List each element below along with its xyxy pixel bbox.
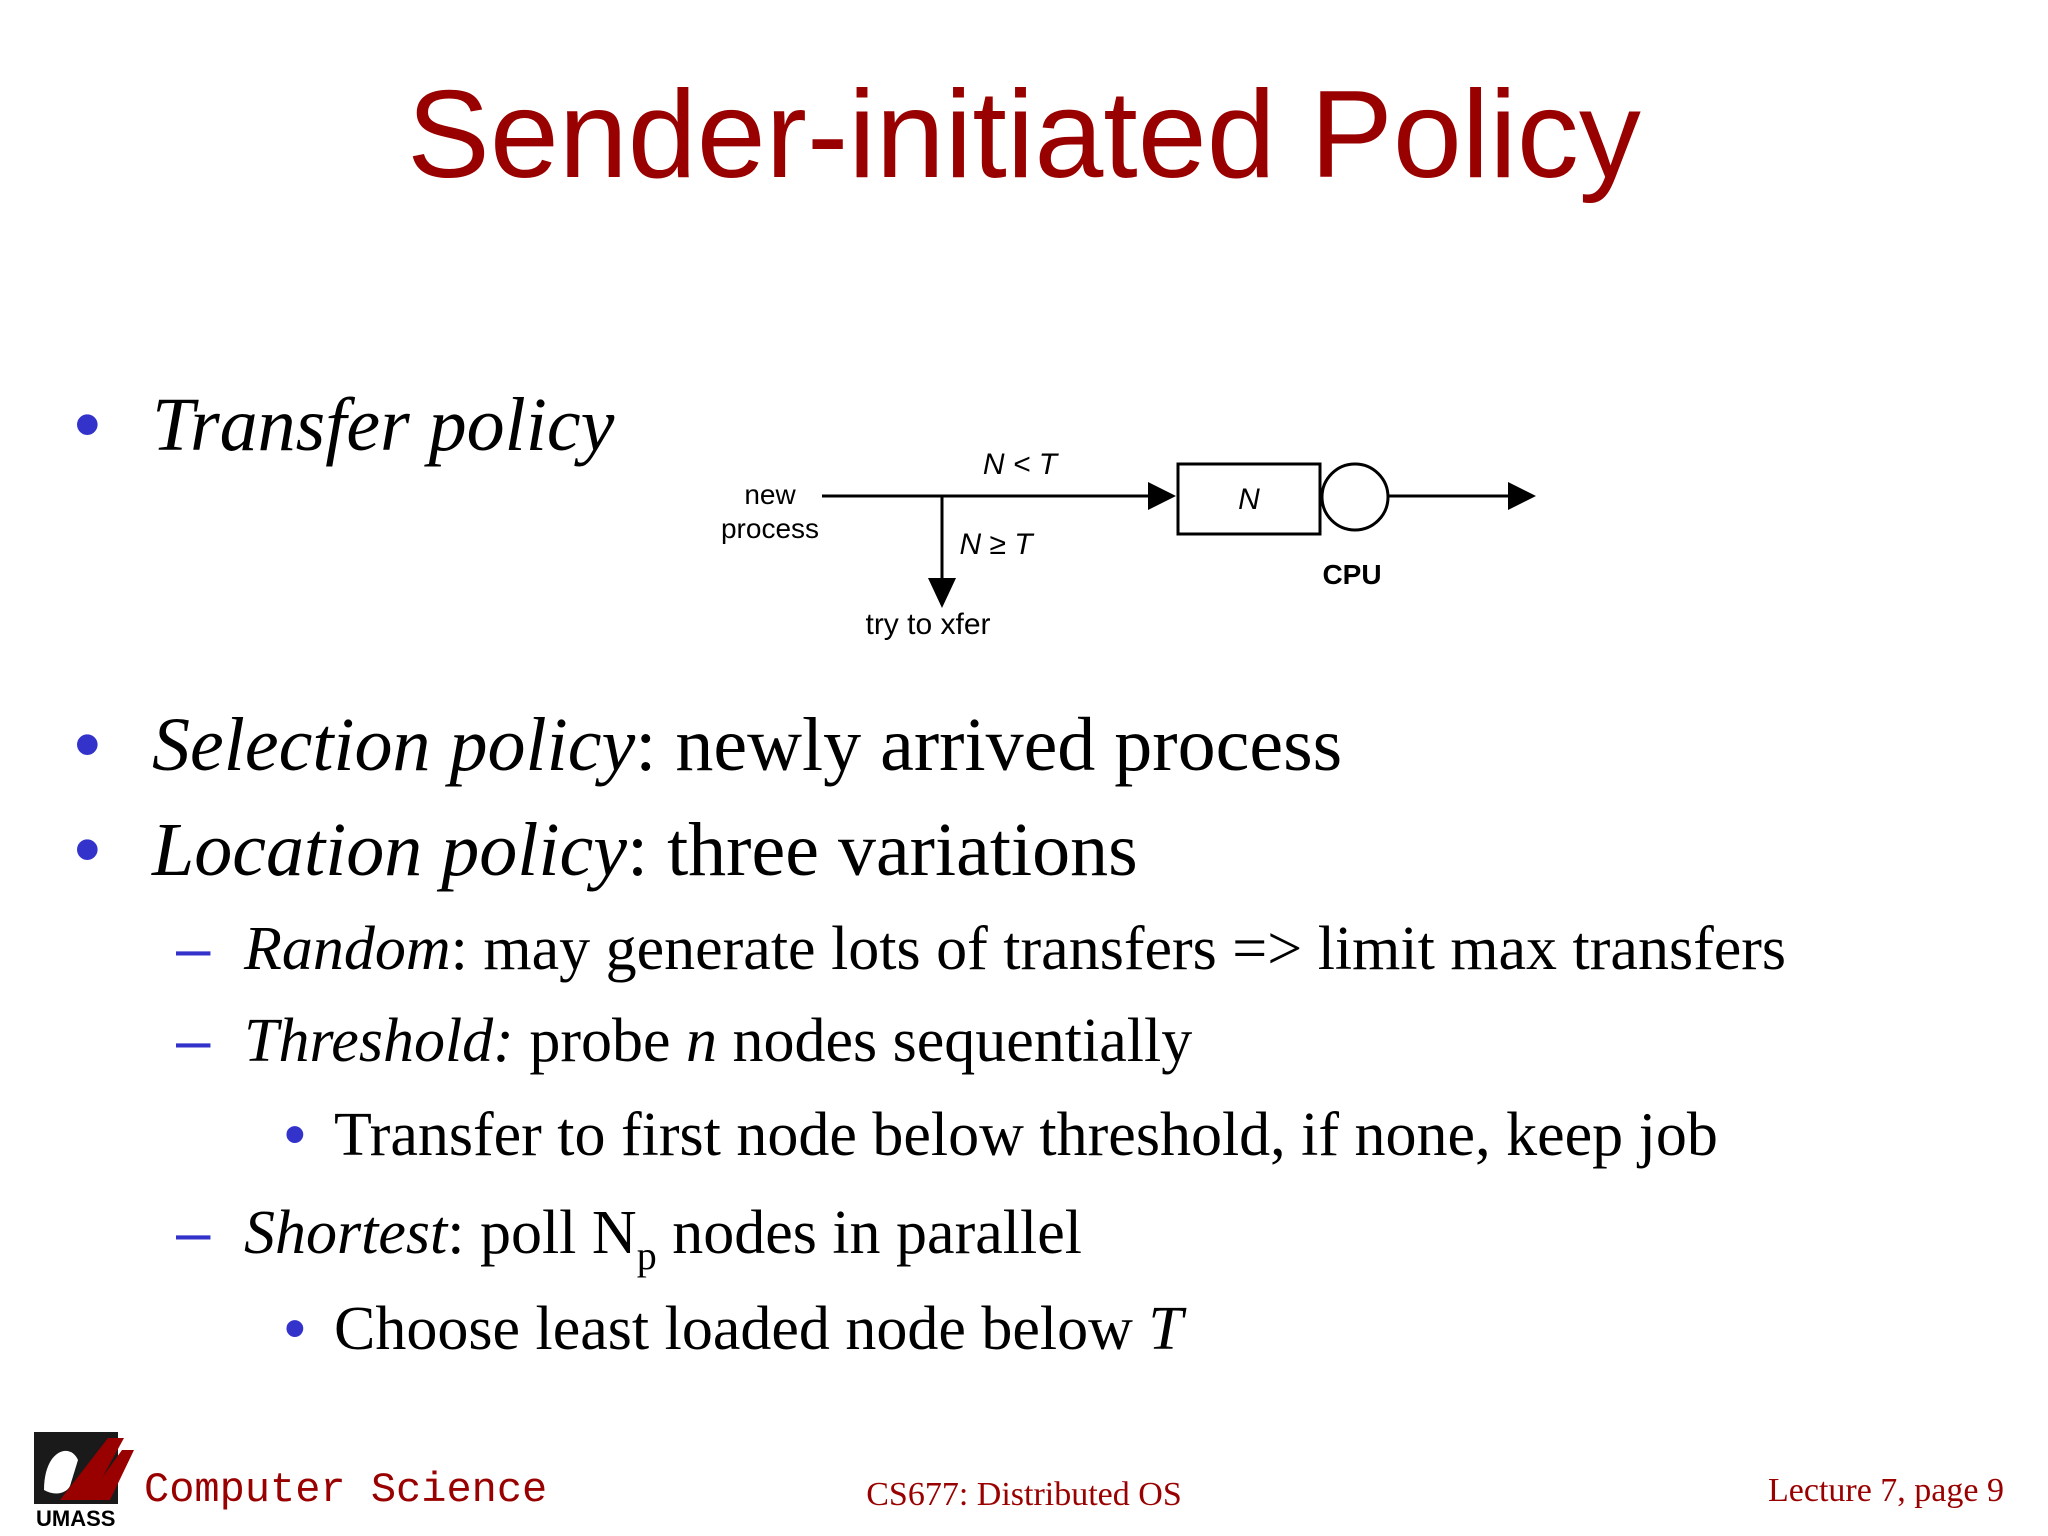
transfer-policy-diagram: new process N < T N ≥ T try to xfer N CP… [721,448,1536,641]
sub-bullet-text: nodes in parallel [656,1199,1082,1267]
logo-swoosh [60,1438,124,1500]
bullet-separator: : [626,808,649,892]
sub-sub-bullet-threshold: Transfer to first node below threshold, … [334,1098,1718,1172]
sub-bullet-text: nodes sequentially [717,1007,1193,1075]
sub-bullet-subscript: p [636,1233,657,1278]
diagram-queue-label: N [1238,483,1260,516]
bullet-label: Transfer policy [152,383,615,467]
sub-sub-bullet-text: Choose least loaded node below [334,1295,1149,1363]
footer-page-number: Lecture 7, page 9 [1768,1472,2004,1509]
slide-title: Sender-initiated Policy [407,66,1641,204]
bullet-dot: • [74,382,101,467]
diagram-arrow-output [1508,482,1536,510]
bullet-separator: : [635,703,657,787]
footer-course: CS677: Distributed OS [866,1476,1182,1513]
sub-bullet-label: Shortest [244,1199,448,1267]
bullet-text: newly arrived process [656,703,1343,787]
sub-bullet-text: : poll N [447,1199,637,1267]
bullet-dot: • [74,702,101,787]
diagram-input-line2: process [721,513,819,544]
diagram-cpu-label: CPU [1322,559,1381,590]
logo-text: UMASS [36,1506,115,1530]
sub-bullet-dash: – [176,1198,211,1267]
sub-bullet-text: : may generate lots of transfers => limi… [450,915,1787,983]
footer-department: Computer Science [144,1466,548,1514]
sub-bullet-threshold: Threshold: probe n nodes sequentially [244,1004,1192,1078]
diagram-cpu-circle [1320,462,1390,532]
bullet-selection-policy: Selection policy: newly arrived process [152,700,1342,790]
sub-sub-bullet-dot: • [284,1100,306,1169]
logo-swoosh-2 [86,1450,134,1500]
sub-bullet-shortest: Shortest: poll Np nodes in parallel [244,1196,1082,1293]
sub-bullet-label: Threshold: [244,1007,514,1075]
sub-sub-bullet-text: Transfer to first node below threshold, … [334,1101,1718,1169]
sub-bullet-random: Random: may generate lots of transfers =… [244,912,1786,986]
sub-bullet-label: Random [244,915,451,983]
umass-logo: UMASS [34,1432,134,1530]
diagram-condition-geq: N ≥ T [959,528,1035,561]
bullet-location-policy: Location policy: three variations [152,805,1138,895]
sub-sub-bullet-dot: • [284,1294,306,1363]
sub-bullet-text: probe [513,1007,686,1075]
sub-sub-bullet-shortest: Choose least loaded node below T [334,1292,1183,1366]
diagram-condition-less: N < T [983,448,1060,481]
logo-u-mark [44,1450,78,1494]
bullet-label: Location policy [152,808,627,892]
bullet-dot: • [74,807,101,892]
diagram-xfer-label: try to xfer [865,608,990,641]
sub-bullet-dash: – [176,1006,211,1075]
diagram-arrow-xfer [928,578,956,608]
sub-sub-bullet-variable: T [1148,1295,1183,1363]
bullet-text: three variations [648,808,1138,892]
sub-bullet-variable: n [686,1007,717,1075]
diagram-queue-box [1176,462,1322,536]
bullet-label: Selection policy [152,703,636,787]
bullet-transfer-policy: Transfer policy [152,380,614,470]
sub-bullet-dash: – [176,914,211,983]
diagram-arrow-queue [1148,482,1176,510]
diagram-input-line1: new [744,479,796,510]
